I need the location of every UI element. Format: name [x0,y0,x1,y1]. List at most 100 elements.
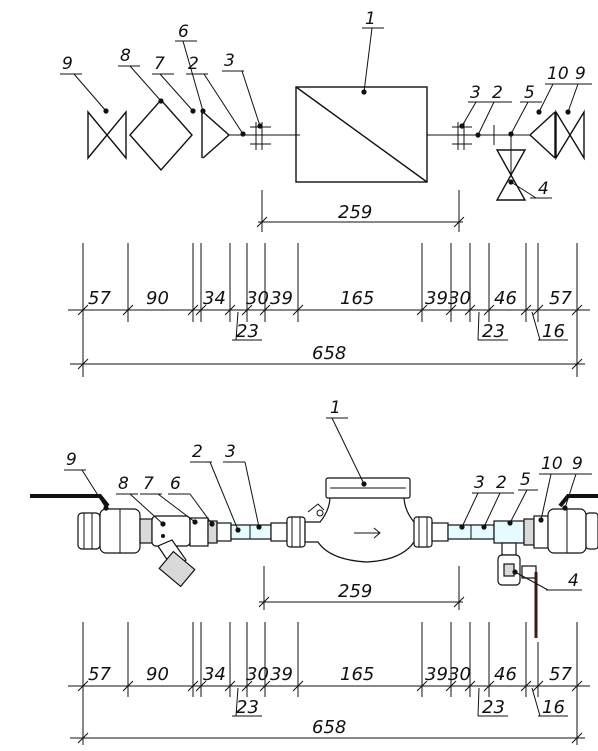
water-meter-1-symbol [295,86,428,183]
leader-4-label: 4 [568,571,579,591]
leader-2-right-top: 2 [475,83,512,138]
leader-9-left-top: 9 [60,54,109,114]
leader-10-label: 10 [541,454,563,474]
dim-90: 90 [146,288,169,309]
fitting-10-body [523,515,549,549]
chain-bottom-ticks [77,680,583,692]
leader-6-label: 6 [178,22,189,42]
leader-3-label: 3 [225,442,236,462]
dim-23-right-callout: 23 [477,687,508,718]
drain-valve-4-symbol [495,135,527,201]
dim-259-label: 259 [338,202,372,223]
drain-valve-4-body [497,554,538,638]
union-nut-right [413,516,449,548]
dim-30-left: 30 [246,664,269,685]
dim-23-right: 23 [482,697,505,718]
dim-34: 34 [203,664,226,685]
dimension-259-bottom: 259 [258,566,465,610]
leader-8-top: 8 [118,46,164,104]
dimension-chain-bottom: 57 90 34 30 39 165 39 30 46 57 23 23 16 … [68,622,590,745]
dim-16: 16 [542,697,565,718]
leader-6-label: 6 [170,474,181,494]
valve-9-right-handle [558,494,598,508]
leader-4-top: 4 [508,179,552,199]
dim-23-right: 23 [482,321,505,342]
transition-10-symbol [529,111,556,159]
leader-9-right-bottom: 9 [562,454,592,511]
leader-2-label: 2 [188,54,199,74]
dim-90: 90 [146,664,169,685]
dimension-658-bottom: 658 [70,717,585,744]
dim-34: 34 [203,288,226,309]
leader-4-bottom: 4 [512,569,582,591]
tee-5-body [493,520,525,556]
pipe-3-2-right-body [447,524,495,540]
leader-3-label: 3 [470,83,481,103]
leader-7-label: 7 [154,54,165,74]
valve-9-left-body [77,508,153,554]
leader-3-label: 3 [474,473,485,493]
dim-30-left: 30 [246,288,269,309]
leader-5-label: 5 [524,83,535,103]
dim-658-label: 658 [312,343,346,364]
leader-8-bottom: 8 [116,474,166,527]
dim-23-right-callout: 23 [477,311,508,342]
leader-3-right-bottom: 3 [459,473,494,530]
leader-8-label: 8 [120,46,131,66]
leader-5-bottom: 5 [507,470,538,526]
dim-165: 165 [340,288,374,309]
leader-10-top: 10 [536,64,575,115]
leader-4-label: 4 [538,179,549,199]
leader-3-left-top: 3 [222,51,263,129]
leader-1-bottom: 1 [326,398,367,487]
dim-23-left: 23 [236,697,259,718]
flange-3-right-symbol [452,122,495,150]
leader-9-label: 9 [575,64,586,84]
dim-16-callout: 16 [531,311,568,342]
leader-7-top: 7 [152,54,196,114]
dim-57-right: 57 [549,664,572,685]
dim-16-callout: 16 [531,687,568,718]
dim-39-left: 39 [270,288,293,309]
transition-6-7-symbol [201,111,231,159]
assembly: 1 9 8 7 6 2 [30,398,598,638]
strainer-8-symbol [129,98,193,172]
dim-658-label: 658 [312,717,346,738]
dimension-259-top: 259 [256,190,465,232]
leader-1-label: 1 [330,398,341,418]
leader-3-label: 3 [224,51,235,71]
leader-10-label: 10 [547,64,569,84]
leader-2-right-bottom: 2 [481,473,514,530]
water-meter-1-body [304,477,421,563]
leader-8-label: 8 [118,474,129,494]
dim-46: 46 [494,288,517,309]
strainer-8-body [151,515,196,588]
dim-23-left-callout: 23 [232,311,262,342]
leader-2-label: 2 [492,83,503,103]
union-nut-left [270,516,306,548]
dim-30-right: 30 [448,664,471,685]
dim-39-right: 39 [425,664,448,685]
leader-9-label: 9 [66,450,77,470]
leader-10-bottom: 10 [538,454,570,523]
valve-9-right-body [547,508,598,554]
leader-9-label: 9 [572,454,583,474]
chain-top-extension-lines [82,243,578,377]
leader-3-right-top: 3 [459,83,490,129]
dim-39-right: 39 [425,288,448,309]
leader-5-top: 5 [508,83,542,137]
leader-6-top: 6 [175,22,206,114]
leader-6-bottom: 6 [168,474,215,527]
dimension-658-top: 658 [70,343,585,370]
leader-2-left-bottom: 2 [190,442,241,533]
valve-9-left-handle [30,494,110,508]
leader-9-left-bottom: 9 [64,450,109,511]
dim-46: 46 [494,664,517,685]
dim-39-left: 39 [270,664,293,685]
leader-9-label: 9 [62,54,73,74]
chain-top-ticks [77,304,583,316]
dim-57-left: 57 [88,288,111,309]
dim-259-label: 259 [338,581,372,602]
leader-2-left-top: 2 [186,54,246,137]
